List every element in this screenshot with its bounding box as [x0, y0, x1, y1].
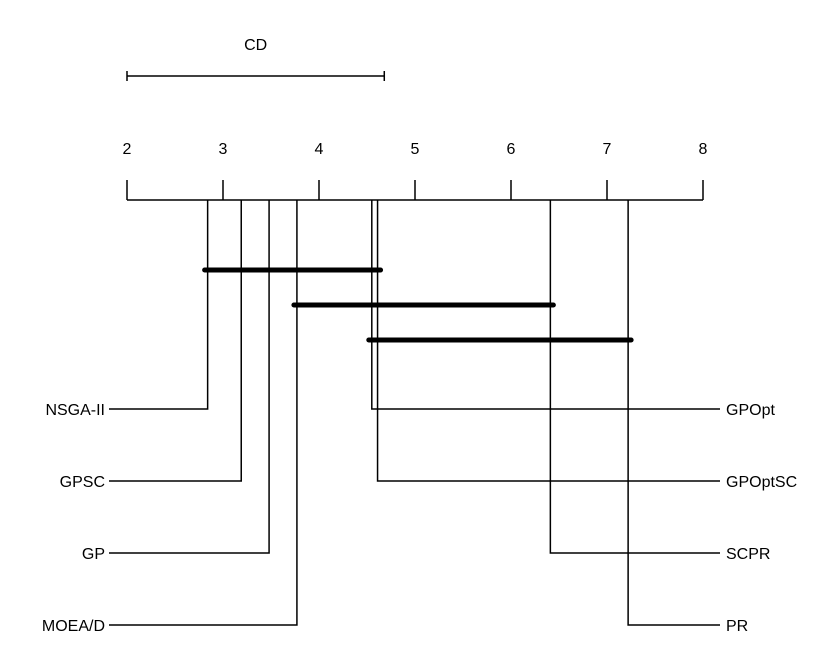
- method-label: SCPR: [726, 546, 770, 563]
- tick-label: 5: [411, 141, 420, 158]
- method-label: GPOpt: [726, 402, 775, 419]
- method-label: GP: [82, 546, 105, 563]
- critical-difference-bar: CD: [126, 37, 386, 81]
- method-connector: [109, 200, 242, 482]
- method-label: GPSC: [60, 474, 105, 491]
- method-label: GPOptSC: [726, 474, 797, 491]
- method-connector: [109, 200, 298, 626]
- tick-label: 6: [507, 141, 516, 158]
- method-connector: [627, 200, 720, 626]
- tick-label: 3: [219, 141, 228, 158]
- tick-label: 2: [123, 141, 132, 158]
- clique-bars: [202, 267, 634, 343]
- method-connectors: [109, 200, 720, 626]
- method-connector: [549, 200, 720, 554]
- method-connector: [109, 200, 209, 410]
- method-label: NSGA-II: [45, 402, 105, 419]
- tick-label: 4: [315, 141, 324, 158]
- method-label: PR: [726, 618, 748, 635]
- method-connector: [376, 200, 720, 482]
- tick-label: 8: [699, 141, 708, 158]
- cd-label: CD: [244, 37, 267, 54]
- method-connector: [109, 200, 270, 554]
- rank-axis: 2 3 4 5 6 7 8: [123, 141, 708, 201]
- method-label: MOEA/D: [42, 618, 105, 635]
- tick-label: 7: [603, 141, 612, 158]
